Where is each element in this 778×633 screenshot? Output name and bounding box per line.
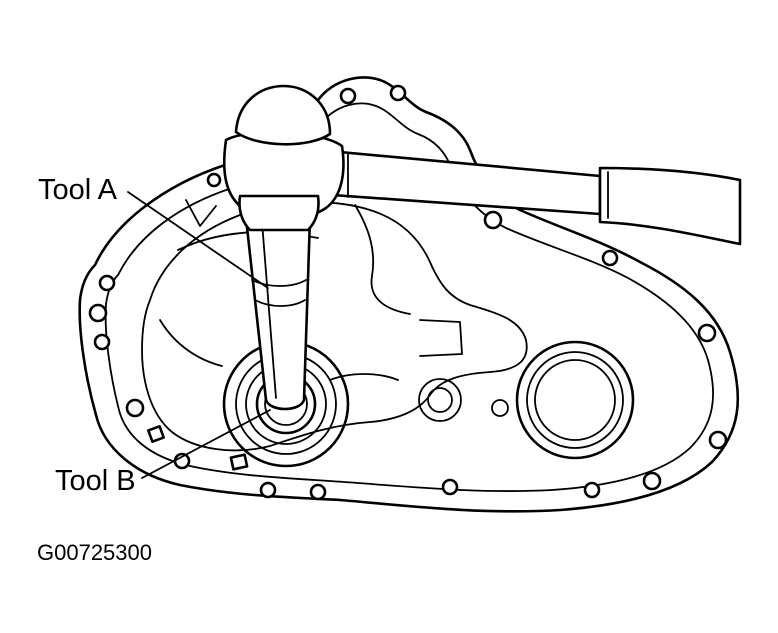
- case-small-boss-inner: [427, 387, 453, 413]
- large-bore-inner: [534, 359, 616, 441]
- retainer-clip-2: [229, 453, 249, 471]
- tool-a-shaft-line: [261, 221, 277, 399]
- tool-a-label: Tool A: [38, 174, 117, 206]
- tool-b-label: Tool B: [55, 465, 136, 497]
- flange-bolt-holes: [88, 84, 728, 501]
- leader-line-tool-a: [127, 191, 269, 289]
- case-inner-flange: [104, 102, 714, 492]
- tool-a-neck: [238, 194, 320, 232]
- case-rib-3: [159, 319, 223, 367]
- case-outer-flange: [78, 76, 740, 513]
- tool-a-band-2: [254, 299, 306, 307]
- case-small-boss-outer: [418, 378, 462, 422]
- case-rib-2: [354, 204, 411, 315]
- case-rib-6: [185, 199, 217, 227]
- retainer-clip-1: [147, 425, 165, 443]
- case-cavity-wall: [141, 201, 528, 452]
- leader-line-tool-b: [141, 409, 271, 479]
- large-bore-mid: [526, 351, 624, 449]
- case-small-hole: [491, 399, 509, 417]
- figure-id: G00725300: [37, 540, 152, 565]
- case-rib-5: [329, 373, 399, 381]
- large-bore-outer: [515, 340, 635, 460]
- tool-a-shaft: [244, 216, 312, 411]
- tool-a-dome: [234, 84, 332, 146]
- tool-a-band-1: [251, 279, 307, 287]
- case-rib-4: [419, 319, 463, 357]
- handle-grip: [598, 166, 742, 246]
- extension-handle: [316, 148, 602, 216]
